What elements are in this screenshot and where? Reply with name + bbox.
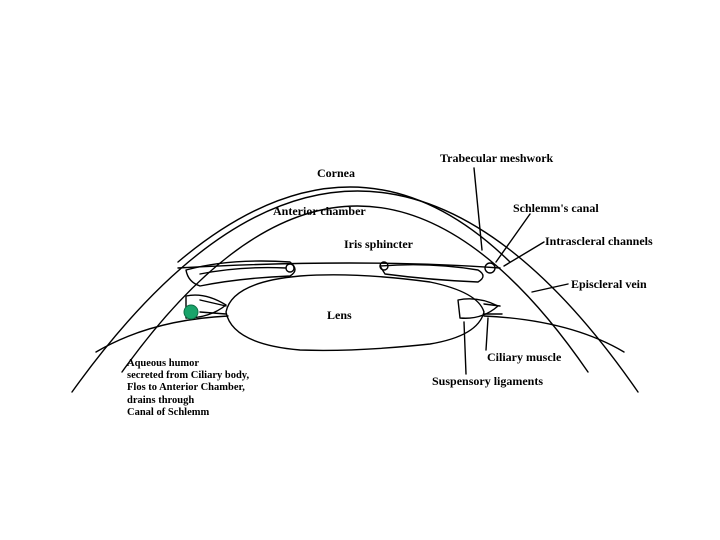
note-line: drains through xyxy=(127,394,195,406)
label-anterior-chamber: Anterior chamber xyxy=(273,204,366,218)
lens-outline xyxy=(225,274,485,352)
note-line: Canal of Schlemm xyxy=(127,406,210,418)
zonule-left-2 xyxy=(199,311,227,315)
label-suspensory-ligaments: Suspensory ligaments xyxy=(432,374,544,388)
iris-left-knot xyxy=(285,263,295,273)
choroid-line-right xyxy=(483,315,625,353)
zonule-right-1 xyxy=(483,303,501,307)
inner-cornea-arc xyxy=(121,205,589,373)
label-episcleral-vein: Episcleral vein xyxy=(571,277,647,291)
iris-left-inner xyxy=(199,266,287,275)
choroid-line-left xyxy=(95,315,229,353)
corneal-surface-arc xyxy=(177,186,511,263)
iris-sphincter-knot xyxy=(379,261,389,271)
iris-right xyxy=(379,263,484,283)
leader-trabecular xyxy=(473,167,483,251)
note-line: Flos to Anterior Chamber, xyxy=(127,382,245,394)
anterior-chamber-floor xyxy=(177,262,501,269)
label-intrascleral-channels: Intrascleral channels xyxy=(545,234,653,248)
schlemm-canal-knot xyxy=(484,262,496,274)
leader-suspensory xyxy=(463,321,467,375)
label-ciliary-muscle: Ciliary muscle xyxy=(487,350,562,364)
leader-intrascleral xyxy=(503,241,545,267)
aqueous-humor-marker xyxy=(183,304,199,320)
label-iris-sphincter: Iris sphincter xyxy=(344,237,413,251)
label-schlemms-canal: Schlemm's canal xyxy=(513,201,599,215)
zonule-left-1 xyxy=(199,299,227,307)
leader-schlemm xyxy=(495,213,531,263)
iris-left xyxy=(185,260,296,287)
label-cornea: Cornea xyxy=(317,166,355,180)
note-line: secreted from Ciliary body, xyxy=(127,370,250,382)
aqueous-humor-note: Aqueous humor secreted from Ciliary body… xyxy=(127,358,249,419)
label-trabecular-meshwork: Trabecular meshwork xyxy=(440,151,554,165)
note-line: Aqueous humor xyxy=(127,358,200,369)
leader-ciliary xyxy=(485,317,489,351)
outer-sclera-arc xyxy=(71,190,639,393)
leader-episcleral xyxy=(531,283,569,293)
label-lens: Lens xyxy=(327,308,352,322)
